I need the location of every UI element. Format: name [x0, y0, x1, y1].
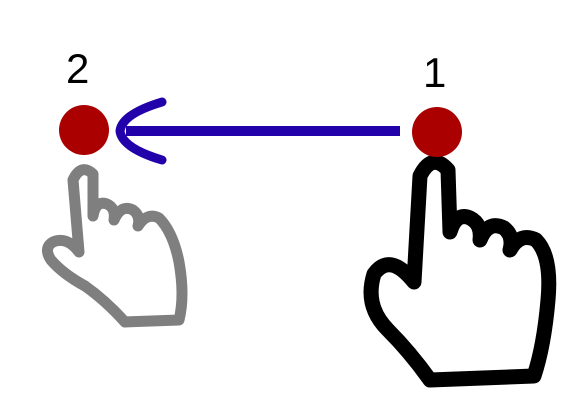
active-hand-icon [363, 154, 557, 388]
touch-point-start [412, 107, 462, 157]
end-point-label: 2 [66, 45, 90, 92]
ghost-hand-icon [42, 164, 188, 328]
start-point-label: 1 [423, 49, 447, 96]
touch-point-end [59, 105, 109, 155]
swipe-arrow-head [115, 97, 167, 165]
